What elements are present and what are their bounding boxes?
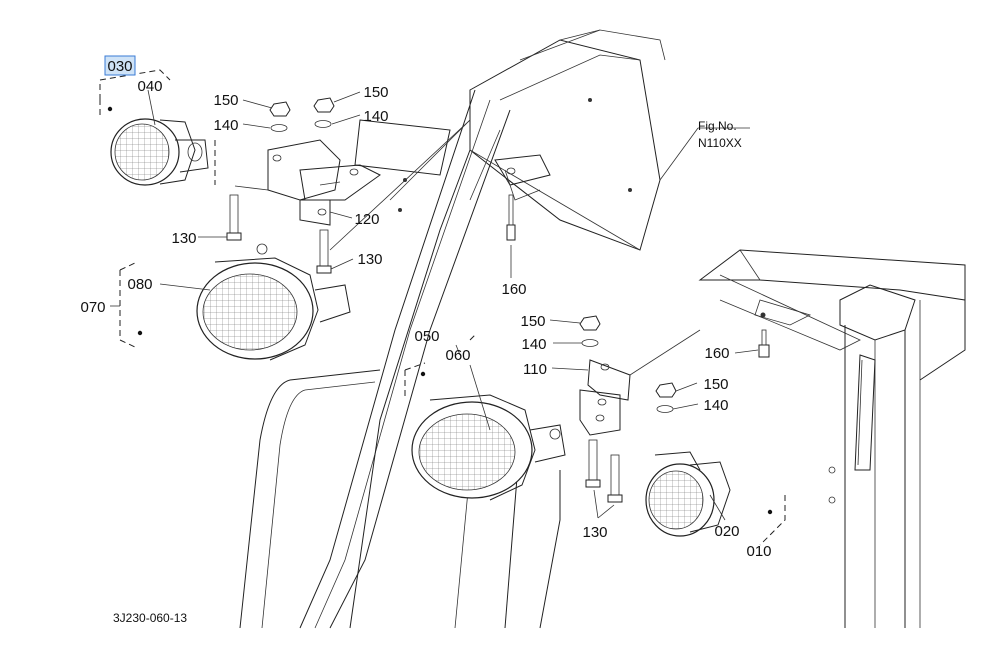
callout-020[interactable]: 020 xyxy=(714,523,739,540)
nut-150-upper-left xyxy=(269,101,291,132)
callout-150-a[interactable]: 150 xyxy=(213,92,238,109)
work-lamp-070 xyxy=(119,243,351,361)
callout-160-b[interactable]: 160 xyxy=(704,345,729,362)
callout-selection-box xyxy=(104,55,136,76)
callout-130-b[interactable]: 130 xyxy=(357,251,382,268)
bolt-160-upper xyxy=(506,194,516,241)
bracket-120 xyxy=(234,139,381,226)
callout-140-d[interactable]: 140 xyxy=(703,397,728,414)
callout-130-a[interactable]: 130 xyxy=(171,230,196,247)
callout-150-d[interactable]: 150 xyxy=(703,376,728,393)
bolt-130-lower xyxy=(585,439,623,503)
work-lamp-050 xyxy=(404,334,566,501)
figure-number: N110XX xyxy=(698,136,742,150)
callout-030[interactable]: 030 xyxy=(104,55,136,76)
callout-160-a[interactable]: 160 xyxy=(501,281,526,298)
bolt-130-upper-right xyxy=(316,229,332,274)
callout-150-c[interactable]: 150 xyxy=(520,313,545,330)
callout-140-c[interactable]: 140 xyxy=(521,336,546,353)
callout-070[interactable]: 070 xyxy=(80,299,105,316)
callout-060[interactable]: 060 xyxy=(445,347,470,364)
nut-150-upper-right xyxy=(313,97,335,128)
callout-110[interactable]: 110 xyxy=(523,361,547,378)
drawing-code: 3J230-060-13 xyxy=(113,611,187,625)
bolt-130-upper-left xyxy=(226,194,242,241)
nut-150-mid xyxy=(579,315,601,347)
figure-label: Fig.No. xyxy=(698,119,737,133)
callout-130-c[interactable]: 130 xyxy=(582,524,607,541)
callout-030-label: 030 xyxy=(107,58,132,75)
callout-150-b[interactable]: 150 xyxy=(363,84,388,101)
callout-040[interactable]: 040 xyxy=(137,78,162,95)
callout-010[interactable]: 010 xyxy=(746,543,771,560)
callout-080[interactable]: 080 xyxy=(127,276,152,293)
leader-lines xyxy=(110,89,759,521)
callout-050[interactable]: 050 xyxy=(414,328,439,345)
work-lamp-030 xyxy=(99,69,216,186)
bracket-110 xyxy=(579,329,701,436)
callout-140-a[interactable]: 140 xyxy=(213,117,238,134)
work-lamp-010 xyxy=(645,451,786,546)
bolt-160-right xyxy=(758,329,770,358)
callout-140-b[interactable]: 140 xyxy=(363,108,388,125)
callout-120[interactable]: 120 xyxy=(354,211,379,228)
cab-frame xyxy=(239,29,966,629)
nut-150-right xyxy=(655,382,677,413)
